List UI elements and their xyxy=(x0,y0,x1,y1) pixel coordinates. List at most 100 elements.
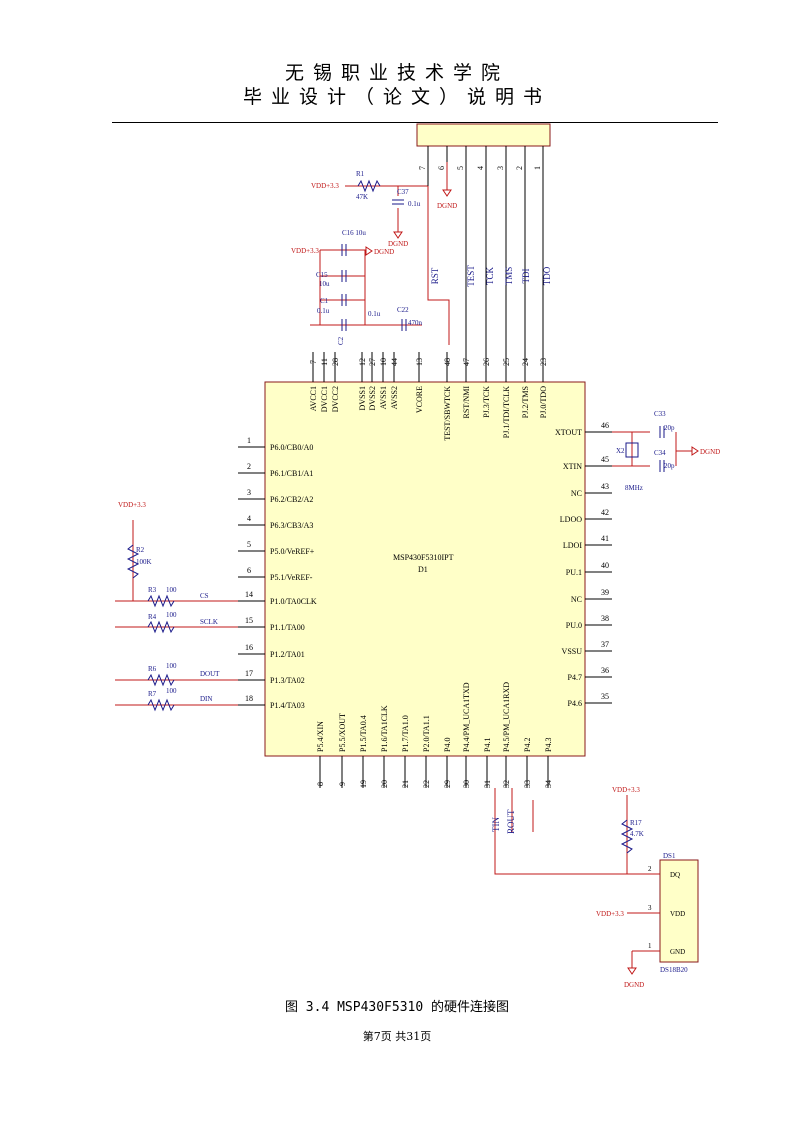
r17-symbol xyxy=(620,819,634,854)
pin-name: LDOI xyxy=(563,541,582,550)
jtag-net-tdo: TDO xyxy=(542,266,552,285)
c16-label: C16 10u xyxy=(342,229,366,237)
pin-number: 5 xyxy=(247,540,251,549)
pin-number: 24 xyxy=(521,358,530,366)
r7-value: 100 xyxy=(166,687,177,695)
pin-number: 33 xyxy=(523,780,532,788)
dgnd-xtal-icon xyxy=(691,446,699,456)
pin-name: AVCC1 xyxy=(309,386,318,411)
pin-number: 42 xyxy=(601,508,609,517)
pin-name: P4.1 xyxy=(483,738,492,752)
net-tin: TIN xyxy=(491,817,501,832)
jtag-connector xyxy=(416,123,551,147)
pin-name: P4.5/PM_UCA1RXD xyxy=(502,682,511,752)
r1-symbol xyxy=(357,179,381,193)
pin-number: 28 xyxy=(331,358,340,366)
pin-number: 20 xyxy=(380,780,389,788)
pin-number: 18 xyxy=(245,694,253,703)
r2-value: 100K xyxy=(136,558,152,566)
pin-number: 3 xyxy=(247,488,251,497)
pin-number: 2 xyxy=(247,462,251,471)
net-din: DIN xyxy=(200,695,212,703)
pin-number: 1 xyxy=(247,436,251,445)
page-footer: 第7页 共31页 xyxy=(362,1030,432,1043)
pin-name: PJ.2/TMS xyxy=(521,386,530,418)
pin-name: DVSS1 xyxy=(358,386,367,410)
pin-number: 12 xyxy=(358,358,367,366)
vdd-r2: VDD+3.3 xyxy=(118,501,146,509)
mcu-chip xyxy=(264,381,586,757)
pin-number: 30 xyxy=(462,780,471,788)
r4-value: 100 xyxy=(166,611,177,619)
c22-label: C22 xyxy=(397,306,409,314)
dgnd-c37: DGND xyxy=(388,240,408,248)
r6-value: 100 xyxy=(166,662,177,670)
pin-name: XTIN xyxy=(563,462,582,471)
pin-name: NC xyxy=(571,489,582,498)
jtag-net-rst: RST xyxy=(430,267,440,284)
pin-name: VCORE xyxy=(415,386,424,413)
r6-symbol xyxy=(147,673,175,687)
pin-number: 29 xyxy=(443,780,452,788)
r1-label: R1 xyxy=(356,170,365,178)
pin-number: 15 xyxy=(245,616,253,625)
ds1-part: DS18B20 xyxy=(660,966,688,974)
pin-name: P4.3 xyxy=(544,738,553,752)
pin-name: PJ.3/TCK xyxy=(482,386,491,418)
pin-name: VSSU xyxy=(562,647,583,656)
c37-value: 0.1u xyxy=(408,200,421,208)
dgnd-caps: DGND xyxy=(374,248,394,256)
jtag-pin-number: 4 xyxy=(476,166,485,170)
pin-name: RST/NMI xyxy=(462,386,471,419)
vdd-caps: VDD+3.3 xyxy=(291,247,319,255)
dgnd-jtag: DGND xyxy=(437,202,457,210)
chip-ref: D1 xyxy=(418,565,428,574)
pin-number: 8 xyxy=(316,782,325,786)
pin-number: 38 xyxy=(601,614,609,623)
pin-name: P6.1/CB1/A1 xyxy=(270,469,313,478)
pin-name: P6.2/CB2/A2 xyxy=(270,495,313,504)
pin-name: PU.1 xyxy=(566,568,582,577)
jtag-pin-number: 5 xyxy=(456,166,465,170)
jtag-pin-number: 6 xyxy=(437,166,446,170)
pin-number: 25 xyxy=(502,358,511,366)
pin-name: P4.2 xyxy=(523,738,532,752)
dgnd-xtal: DGND xyxy=(700,448,720,456)
pin-name: P1.1/TA00 xyxy=(270,623,305,632)
header-rule xyxy=(112,122,718,123)
c1-value: 0.1u xyxy=(317,307,330,315)
dgnd-ds-icon xyxy=(627,967,637,975)
c37-label: C37 xyxy=(397,188,409,196)
pin-name: PJ.1/TDI/TCLK xyxy=(502,386,511,438)
pin-name: P1.5/TA0.4 xyxy=(359,715,368,752)
c33-label: C33 xyxy=(654,410,666,418)
pin-number: 13 xyxy=(415,358,424,366)
pin-number: 43 xyxy=(601,482,609,491)
pin-number: 46 xyxy=(601,421,609,430)
pin-name: P6.0/CB0/A0 xyxy=(270,443,313,452)
ds1-pin2: 2 xyxy=(648,865,652,873)
pin-name: P1.0/TA0CLK xyxy=(270,597,317,606)
r17-label: R17 xyxy=(630,819,642,827)
pin-name: P4.4/PM_UCA1TXD xyxy=(462,682,471,752)
pin-name: AVSS1 xyxy=(379,386,388,409)
pin-name: P1.3/TA02 xyxy=(270,676,305,685)
pin-name: DVSS2 xyxy=(368,386,377,410)
pin-number: 36 xyxy=(601,666,609,675)
jtag-net-tdi: TDI xyxy=(521,269,531,284)
c34-value: 20p xyxy=(664,462,675,470)
ds1-dq: DQ xyxy=(670,871,680,879)
ds1-pin1: 1 xyxy=(648,942,652,950)
r3-label: R3 xyxy=(148,586,157,594)
pin-name: P5.0/VeREF+ xyxy=(270,547,315,556)
net-sclk: SCLK xyxy=(200,618,218,626)
net-rout: ROUT xyxy=(506,809,516,834)
pin-name: DVCC2 xyxy=(331,386,340,412)
pin-number: 16 xyxy=(245,643,253,652)
r3-symbol xyxy=(147,594,175,608)
dgnd-jtag-icon xyxy=(442,189,452,197)
pin-number: 39 xyxy=(601,588,609,597)
ds1-vdd: VDD xyxy=(670,910,685,918)
c33-value: 20p xyxy=(664,424,675,432)
